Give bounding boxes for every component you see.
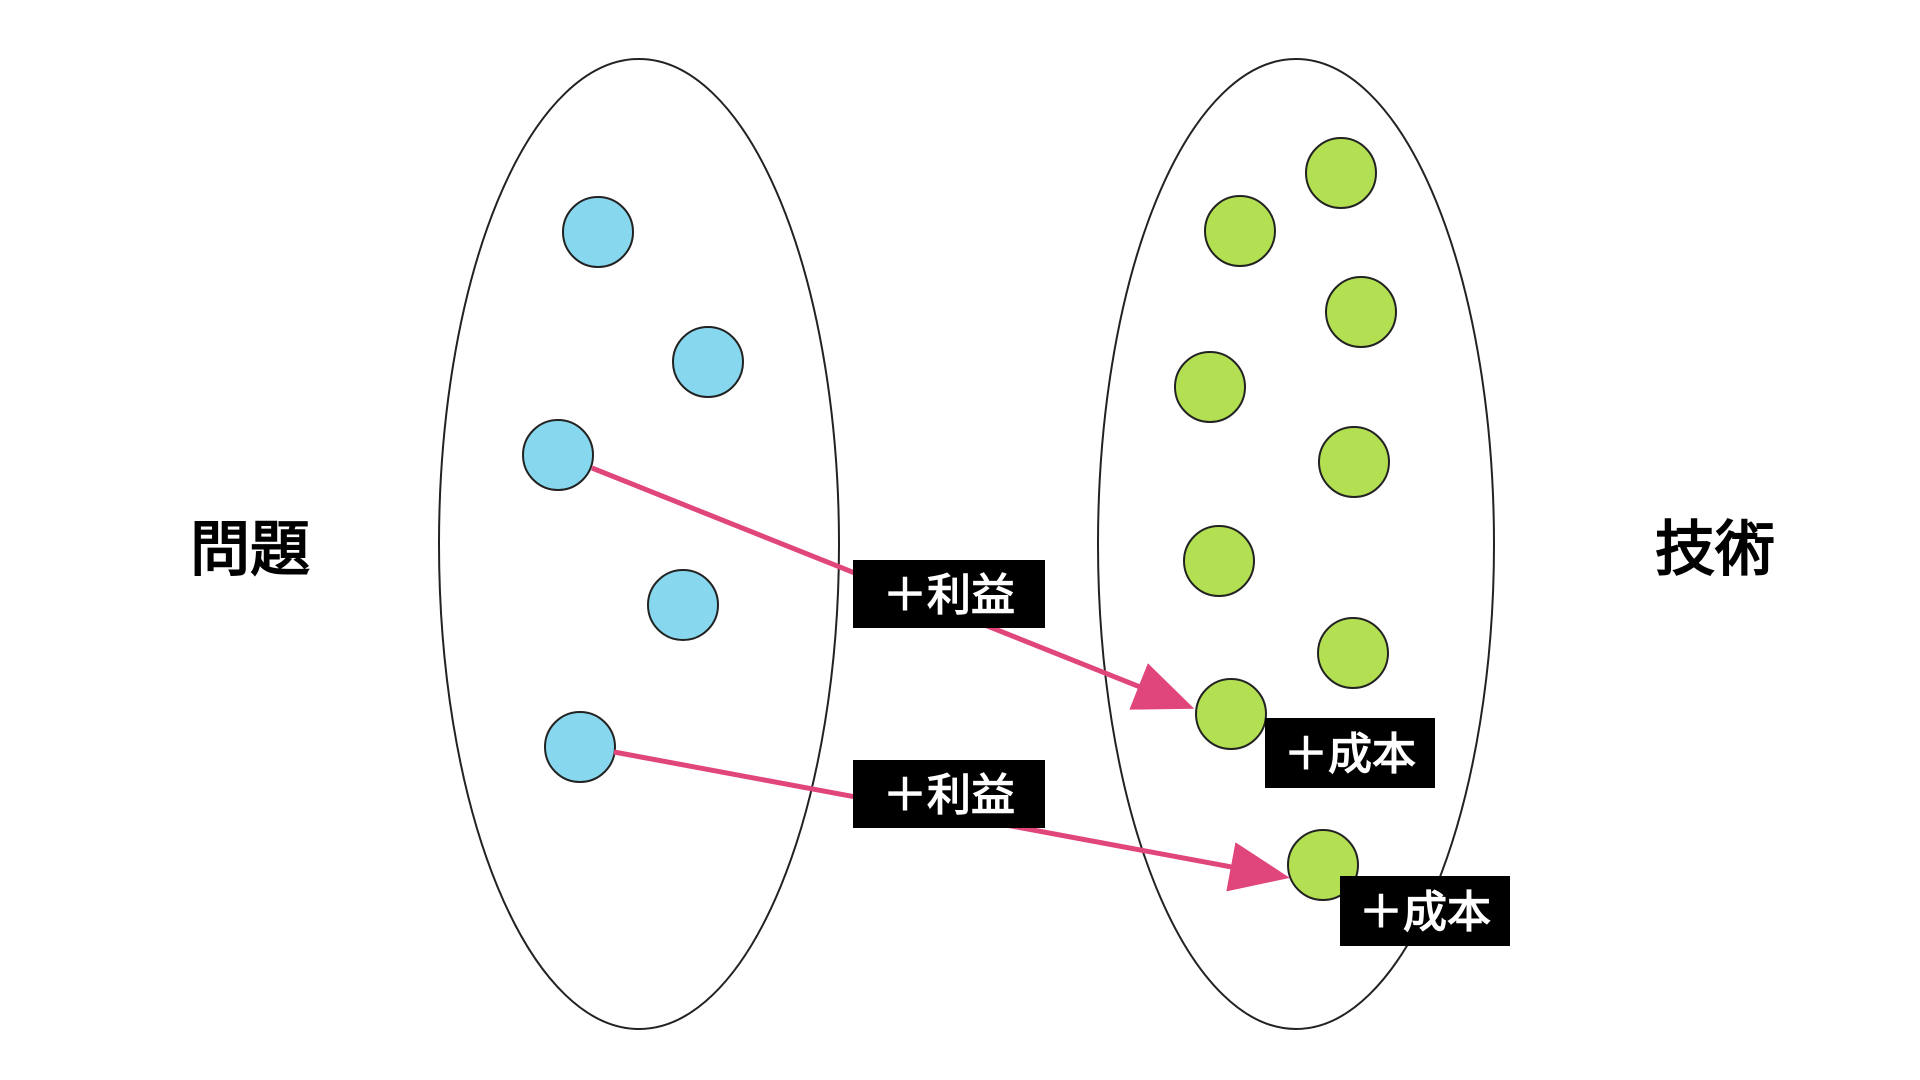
benefit-tag: ＋利益 <box>853 760 1045 828</box>
technology-node <box>1305 137 1377 209</box>
technology-node <box>1318 426 1390 498</box>
cost-tag: ＋成本 <box>1340 876 1510 946</box>
problem-node <box>544 711 616 783</box>
cost-tag: ＋成本 <box>1265 718 1435 788</box>
technology-node <box>1195 678 1267 750</box>
problem-node <box>672 326 744 398</box>
problems-label: 問題 <box>190 515 310 585</box>
technology-node <box>1317 617 1389 689</box>
technology-node <box>1204 195 1276 267</box>
benefit-tag: ＋利益 <box>853 560 1045 628</box>
technology-node <box>1325 276 1397 348</box>
cost-tag-text: ＋成本 <box>1284 729 1416 780</box>
technologies-set <box>1097 58 1495 1030</box>
problem-node <box>522 419 594 491</box>
technology-node <box>1174 351 1246 423</box>
technologies-label: 技術 <box>1655 515 1775 585</box>
benefit-tag-text: ＋利益 <box>883 770 1015 821</box>
problems-set <box>438 58 840 1030</box>
problem-node <box>562 196 634 268</box>
problem-node <box>647 569 719 641</box>
technology-node <box>1183 525 1255 597</box>
cost-tag-text: ＋成本 <box>1359 887 1491 938</box>
benefit-tag-text: ＋利益 <box>883 570 1015 621</box>
